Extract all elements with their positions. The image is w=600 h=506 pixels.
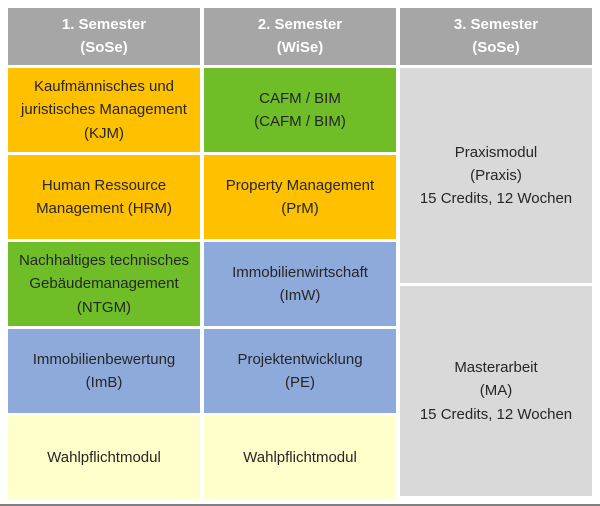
cell-imw: Immobilienwirtschaft (ImW) (204, 242, 396, 326)
cell-wahlpflichtmodul-2: Wahlpflichtmodul (204, 416, 396, 500)
column-semester-2: 2. Semester (WiSe) CAFM / BIM (CAFM / BI… (204, 8, 396, 500)
header-semester-1: 1. Semester (SoSe) (8, 8, 200, 65)
cell-ntgm: Nachhaltiges technisches Gebäudemanageme… (8, 242, 200, 326)
cell-wahlpflichtmodul-1: Wahlpflichtmodul (8, 416, 200, 500)
bottom-divider (0, 504, 600, 506)
cell-imb: Immobilienbewertung (ImB) (8, 329, 200, 413)
cell-praxismodul: Praxismodul (Praxis) 15 Credits, 12 Woch… (400, 68, 592, 283)
header-semester-3: 3. Semester (SoSe) (400, 8, 592, 65)
cell-kjm: Kaufmännisches und juristisches Manageme… (8, 68, 200, 152)
semester-plan-table: 1. Semester (SoSe) Kaufmännisches und ju… (8, 8, 592, 500)
cell-prm: Property Management (PrM) (204, 155, 396, 239)
header-semester-2: 2. Semester (WiSe) (204, 8, 396, 65)
column-semester-1: 1. Semester (SoSe) Kaufmännisches und ju… (8, 8, 200, 500)
cell-masterarbeit: Masterarbeit (MA) 15 Credits, 12 Wochen (400, 286, 592, 496)
cell-pe: Projektentwicklung (PE) (204, 329, 396, 413)
cell-cafm-bim: CAFM / BIM (CAFM / BIM) (204, 68, 396, 152)
column-semester-3: 3. Semester (SoSe) Praxismodul (Praxis) … (400, 8, 592, 500)
cell-hrm: Human Ressource Management (HRM) (8, 155, 200, 239)
